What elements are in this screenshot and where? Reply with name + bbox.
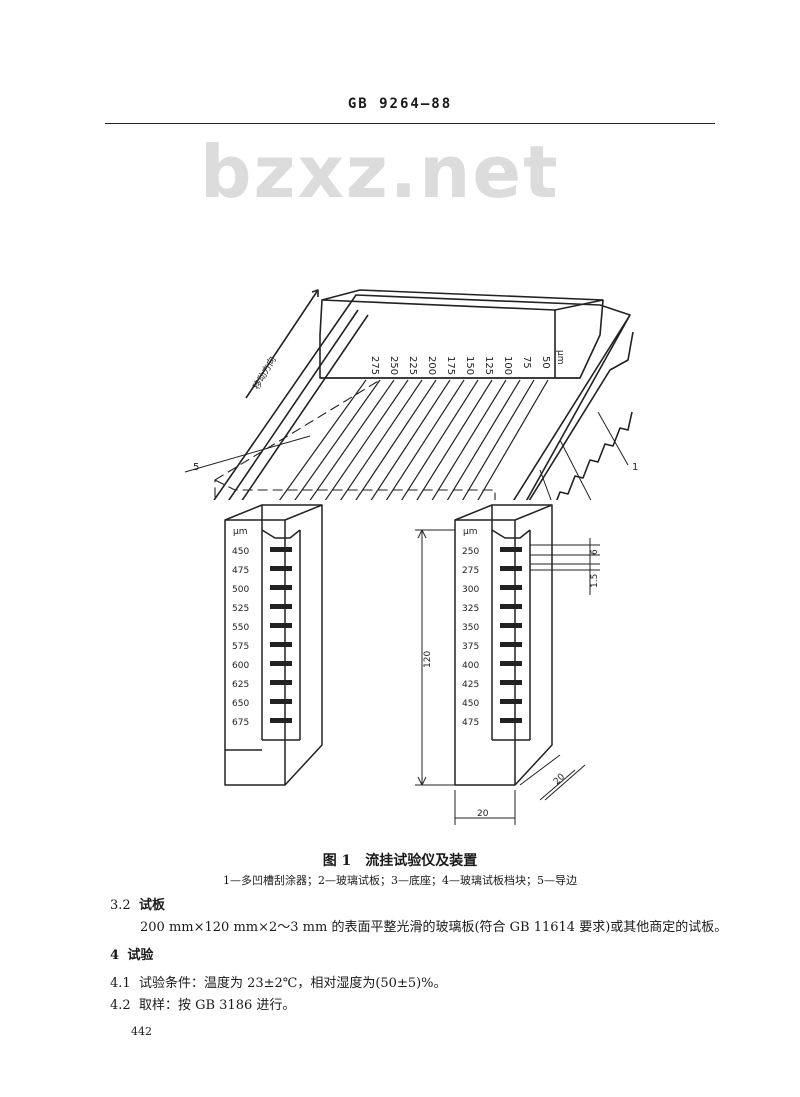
slot-bar [500, 661, 522, 666]
section-title: 试板 [138, 898, 165, 913]
thickness-value: 325 [462, 604, 479, 614]
standard-header: GB 9264—88 [347, 96, 453, 112]
dim-width-20: 20 [477, 809, 489, 819]
callout-5: 5 [193, 462, 199, 473]
slot-bar [500, 699, 522, 704]
gauge-label: 50 [540, 356, 551, 369]
gauge-label: 100 [502, 356, 513, 375]
figure-legend: 1—多凹槽刮涂器；2—玻璃试板；3—底座；4—玻璃试板档块；5—导边 [223, 874, 577, 887]
sag-tester-drawing: 275 250 225 200 175 150 125 100 75 50 μm 移动方向 5 1… [184, 289, 638, 500]
thickness-value: 450 [462, 699, 479, 709]
section-body: 取样：按 GB 3186 进行。 [138, 998, 296, 1013]
slot-bar [270, 718, 292, 723]
slot-bar [270, 680, 292, 685]
section-4-2: 4.2 取样：按 GB 3186 进行。 [110, 994, 295, 1013]
dim-depth-20: 20 [552, 772, 567, 787]
gauge-label: 250 [388, 356, 399, 375]
thickness-value: 275 [462, 566, 479, 576]
figure-caption: 图 1 流挂试验仪及装置 [322, 853, 478, 869]
gauge-label: 200 [426, 356, 437, 375]
unit-label-upper: μm [555, 350, 565, 365]
thickness-value: 525 [232, 604, 249, 614]
section-4-heading: 4 试验 [110, 944, 153, 963]
gauge-label: 275 [369, 356, 380, 375]
page-number: 442 [131, 1025, 152, 1038]
unit-label-right: μm [463, 527, 478, 537]
thickness-value: 400 [462, 661, 479, 671]
thickness-value: 475 [232, 566, 249, 576]
slot-bar [270, 566, 292, 571]
section-3-2-body: 200 mm×120 mm×2～3 mm 的表面平整光滑的玻璃板(符合 GB 1… [140, 920, 728, 935]
gauge-label: 150 [464, 356, 475, 375]
thickness-value: 600 [232, 661, 249, 671]
slot-bar [270, 547, 292, 552]
thickness-value: 375 [462, 642, 479, 652]
slot-bar [500, 623, 522, 628]
dim-height-120: 120 [423, 651, 433, 668]
thickness-value: 550 [232, 623, 249, 633]
applicator-details-drawing: 450 475 500 525 550 575 600 625 650 675 250 275 300… [224, 504, 600, 825]
thickness-value: 475 [462, 718, 479, 728]
section-4-1: 4.1 试验条件：温度为 23±2℃，相对湿度为(50±5)%。 [110, 972, 447, 991]
slot-bar [500, 566, 522, 571]
section-number: 4.2 [110, 998, 131, 1013]
slot-bar [270, 661, 292, 666]
unit-label-left: μm [233, 527, 248, 537]
slot-bar [500, 604, 522, 609]
dim-slot-1-5: 1.5 [590, 574, 600, 588]
thickness-value: 500 [232, 585, 249, 595]
gauge-label: 175 [445, 356, 456, 375]
callout-1: 1 [632, 462, 638, 473]
thickness-value: 675 [232, 718, 249, 728]
section-number: 4 [110, 948, 120, 963]
slot-bar [270, 623, 292, 628]
thickness-value: 300 [462, 585, 479, 595]
thickness-value: 625 [232, 680, 249, 690]
section-number: 4.1 [110, 976, 131, 991]
move-direction-label: 移动方向 [250, 354, 278, 391]
dim-gap-6: 6 [590, 549, 600, 555]
thickness-value: 250 [462, 547, 479, 557]
thickness-value: 575 [232, 642, 249, 652]
slot-bar [500, 547, 522, 552]
thickness-value: 650 [232, 699, 249, 709]
slot-bar [500, 718, 522, 723]
thickness-value: 425 [462, 680, 479, 690]
slot-bar [500, 642, 522, 647]
gauge-label: 75 [521, 356, 532, 369]
section-3-2-heading: 3.2 试板 [110, 894, 165, 913]
slot-bar [500, 680, 522, 685]
gauge-label: 125 [483, 356, 494, 375]
thickness-value: 350 [462, 623, 479, 633]
section-number: 3.2 [110, 898, 131, 913]
thickness-value: 450 [232, 547, 249, 557]
header-rule [105, 123, 715, 124]
slot-bar [270, 604, 292, 609]
section-body: 试验条件：温度为 23±2℃，相对湿度为(50±5)%。 [138, 976, 447, 991]
slot-bar [500, 585, 522, 590]
watermark: bzxz.net [200, 130, 560, 214]
gauge-label: 225 [407, 356, 418, 375]
slot-bar [270, 585, 292, 590]
slot-bar [270, 699, 292, 704]
section-title: 试验 [127, 948, 154, 963]
slot-bar [270, 642, 292, 647]
